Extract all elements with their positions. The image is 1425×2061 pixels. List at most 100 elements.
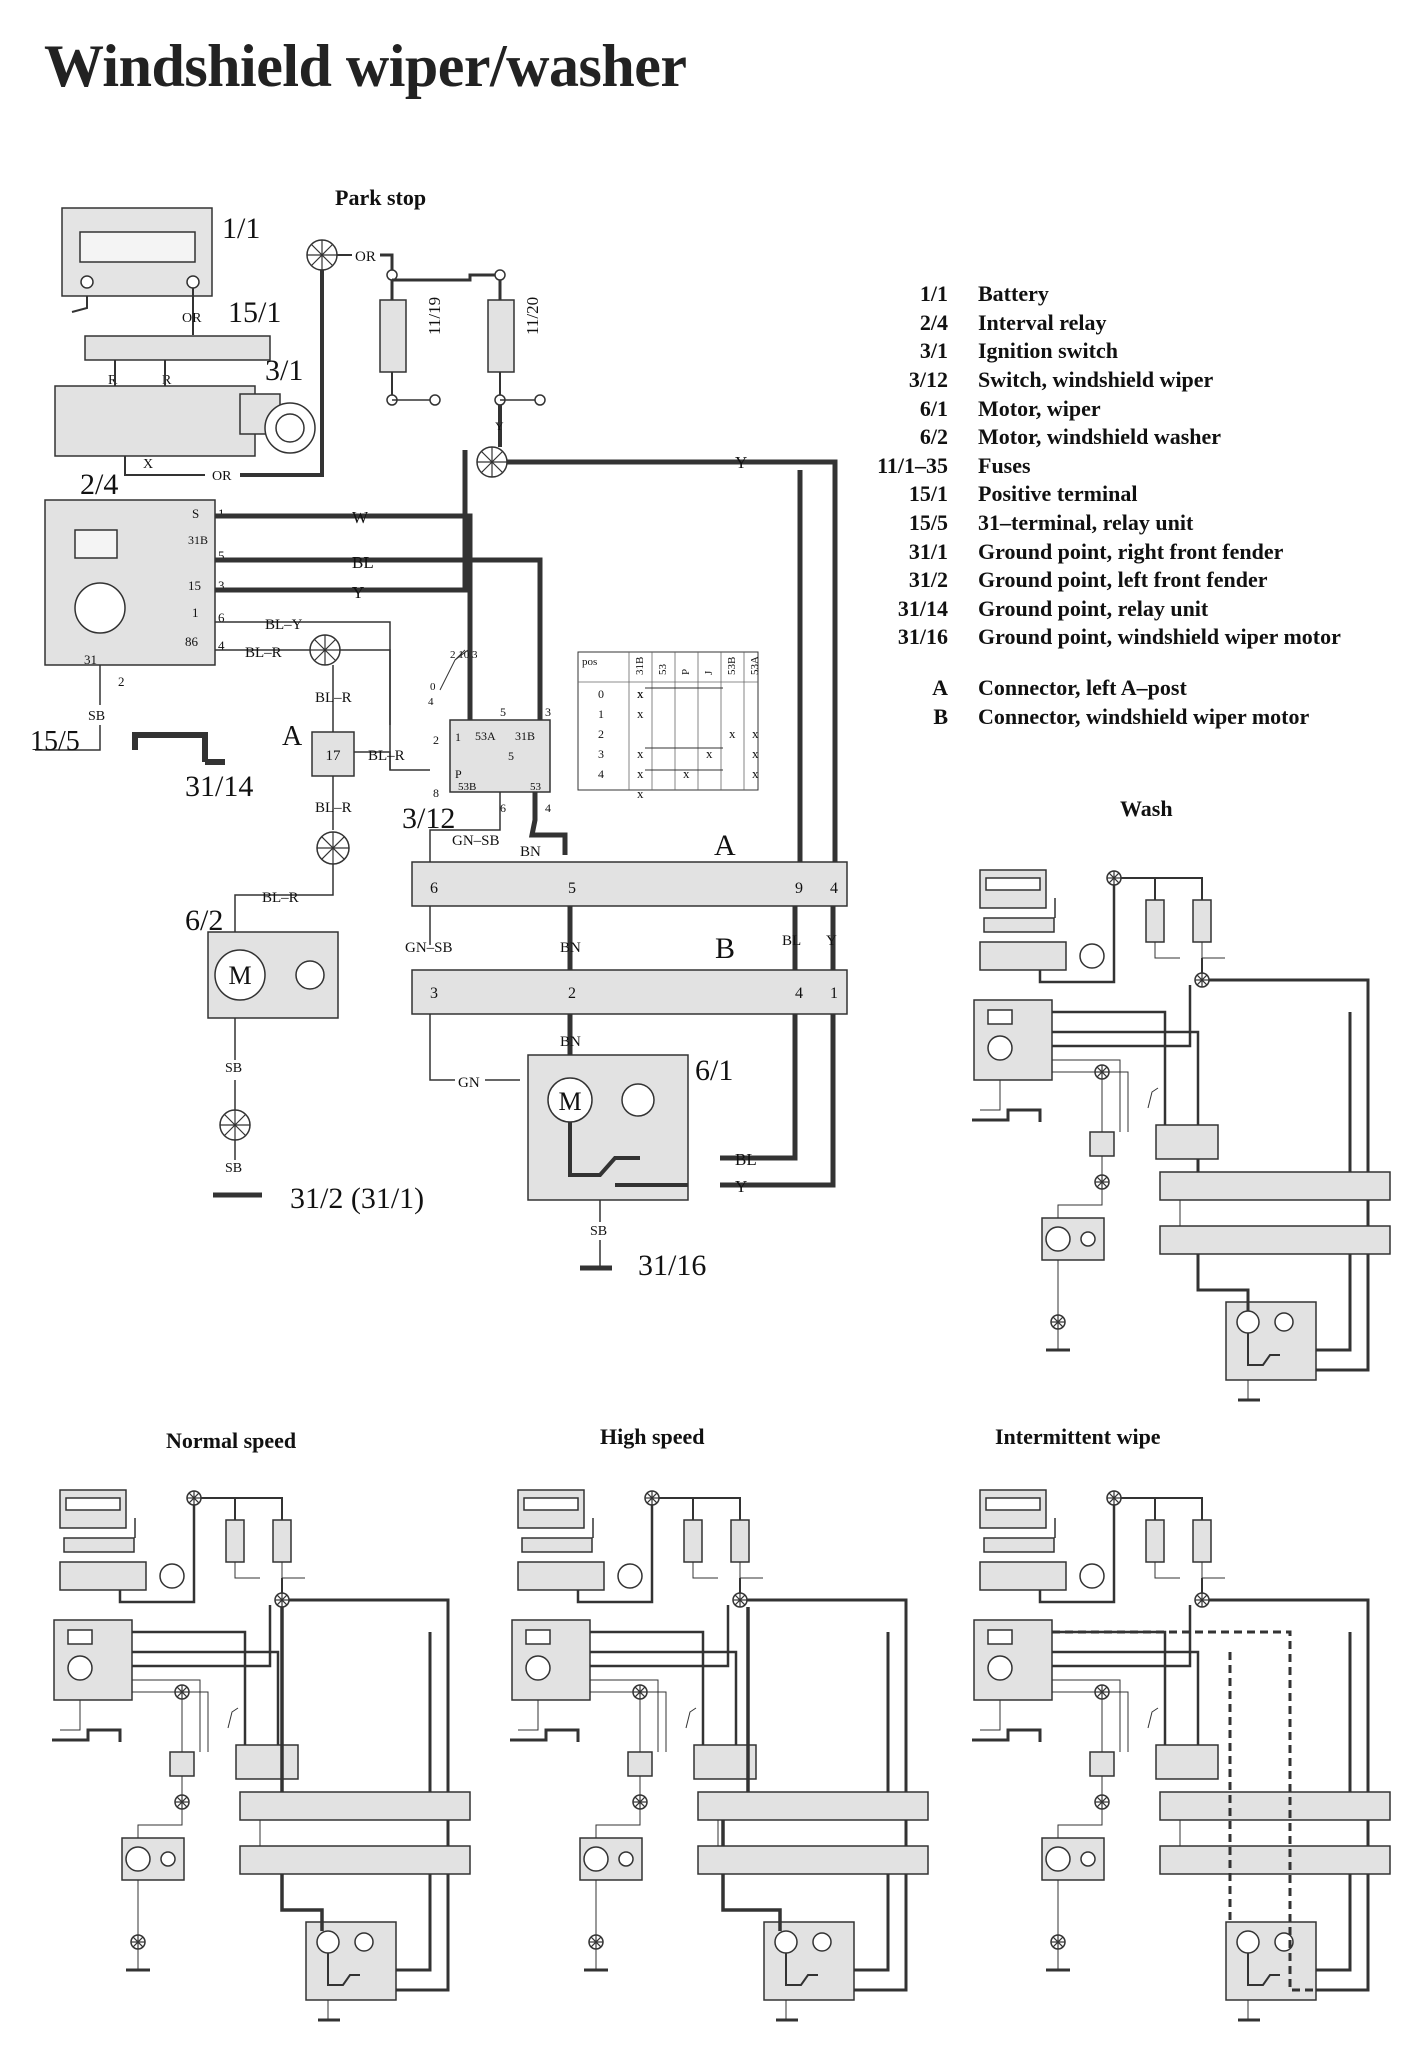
- fuse-b-label: 11/20: [523, 297, 542, 335]
- fuse-11-19: [379, 299, 407, 373]
- wire-bl-y: [215, 621, 391, 725]
- positive-terminal-label: 15/1: [228, 296, 281, 329]
- legend-row: 11/1–35 Fuses: [820, 452, 1420, 481]
- mini-ignition-switch: [979, 941, 1067, 971]
- legend-code: 31/1: [908, 538, 948, 564]
- wire: [35, 725, 101, 751]
- mini-active-wire: [721, 1874, 782, 1931]
- wiper-ground-label: 31/16: [638, 1249, 706, 1282]
- mini-wire: [747, 1598, 908, 1855]
- pos-table-mark: x: [683, 766, 690, 781]
- wiper-motor: [527, 1054, 689, 1201]
- mini-interval-relay: [511, 1619, 591, 1701]
- mini-wire: [1209, 1598, 1370, 1855]
- switch-pos-label: 4: [428, 696, 434, 708]
- legend-label: Ground point, left front fender: [978, 567, 1268, 593]
- mini-battery-plate: [985, 877, 1041, 891]
- wire-label-bn: BN: [560, 940, 581, 956]
- pos-table-header: J: [703, 670, 715, 675]
- mini-wire-bl: [590, 1650, 738, 1745]
- mini-connector-box: [1089, 1131, 1115, 1157]
- mini-active-wire: [280, 1874, 324, 1931]
- mini-ignition-switch: [517, 1561, 605, 1591]
- interval-relay: [44, 499, 216, 666]
- mini-wire: [1201, 1562, 1225, 1579]
- mini-switch-lever: [1147, 1707, 1159, 1729]
- wire-label-gn-sb: GN–SB: [405, 940, 453, 956]
- wire-bl: [720, 1014, 798, 1161]
- mini-wire: [739, 1562, 763, 1579]
- wire-label-gn: GN: [458, 1075, 480, 1091]
- washer-pump-icon: [295, 960, 325, 990]
- connector-b-pin: 4: [795, 985, 803, 1002]
- mini-wire: [647, 1691, 667, 1752]
- mini-wire-bl: [132, 1650, 280, 1745]
- mini-wire: [1038, 878, 1116, 984]
- wire-label-sb: SB: [88, 709, 105, 724]
- mini-washer-motor-icon: [1045, 1846, 1071, 1872]
- connector-b-pin: 2: [568, 985, 576, 1002]
- mini-wire: [1057, 1809, 1103, 1838]
- switch-pin-num: 3: [545, 705, 551, 719]
- wire-bl: [215, 557, 543, 735]
- mini-ignition-lock-icon: [159, 1563, 185, 1589]
- wire-gn-sb: [429, 792, 501, 862]
- wire-label-y: Y: [495, 419, 504, 433]
- mini-battery-plate: [523, 1497, 579, 1511]
- ground-bar: [132, 732, 208, 762]
- legend-label: 31–terminal, relay unit: [978, 510, 1194, 536]
- switch-pin-num: 6: [500, 801, 506, 815]
- mini-fuse: [1145, 899, 1165, 943]
- mini-wiper-motor: [763, 1921, 855, 2001]
- mini-wiper-cam-icon: [812, 1932, 832, 1952]
- mini-fuse: [730, 1519, 750, 1563]
- wire-x: [124, 456, 205, 476]
- battery-terminal-pos: [186, 275, 200, 289]
- mini-wire: [1052, 1059, 1121, 1132]
- mini-washer-motor-icon: [125, 1846, 151, 1872]
- legend-code: 6/1: [919, 395, 948, 421]
- wire-label-bl: BL: [352, 553, 374, 572]
- battery-plate: [79, 231, 196, 263]
- battery-label: 1/1: [222, 212, 260, 245]
- legend-label: Fuses: [978, 452, 1031, 478]
- legend-code: B: [933, 703, 948, 729]
- wire-label-y: Y: [735, 1177, 747, 1196]
- mini-relay-coil: [67, 1629, 93, 1645]
- connector-a-pin: 4: [830, 880, 838, 897]
- legend-label: Ignition switch: [978, 338, 1118, 364]
- mini-wire: [1201, 942, 1225, 959]
- mini-wiper-motor: [1225, 1301, 1317, 1381]
- wire-gn: [429, 1014, 455, 1081]
- mini-connector-a: [239, 1791, 471, 1821]
- battery-ground-wire: [71, 296, 88, 313]
- mini-wire: [1316, 1874, 1370, 1992]
- mini-ignition-lock-icon: [1079, 943, 1105, 969]
- wire-y: [215, 450, 468, 593]
- mini-connector-b: [697, 1845, 929, 1875]
- positive-terminal: [84, 335, 271, 361]
- legend-code: 11/1–35: [877, 452, 948, 478]
- pos-table-mark: x: [637, 686, 644, 701]
- connector-a-pin: 9: [795, 880, 803, 897]
- mini-wire: [189, 1691, 209, 1752]
- connector-b-pin: 1: [830, 985, 838, 1002]
- legend-code: A: [932, 675, 948, 701]
- pos-table-mark: x: [752, 766, 759, 781]
- mini-wiper-motor-icon: [1236, 1930, 1260, 1954]
- pos-table-header: 53: [657, 664, 669, 676]
- wire: [392, 273, 500, 282]
- pos-table-mark: x: [637, 766, 644, 781]
- mini-fuse: [1145, 1519, 1165, 1563]
- mini-diagram-wash: [972, 869, 1391, 1402]
- relay-pin-label: 31: [84, 652, 97, 667]
- mini-wire: [1052, 1679, 1121, 1752]
- mini-wire-y: [132, 1605, 272, 1668]
- wire-y: [720, 1014, 836, 1188]
